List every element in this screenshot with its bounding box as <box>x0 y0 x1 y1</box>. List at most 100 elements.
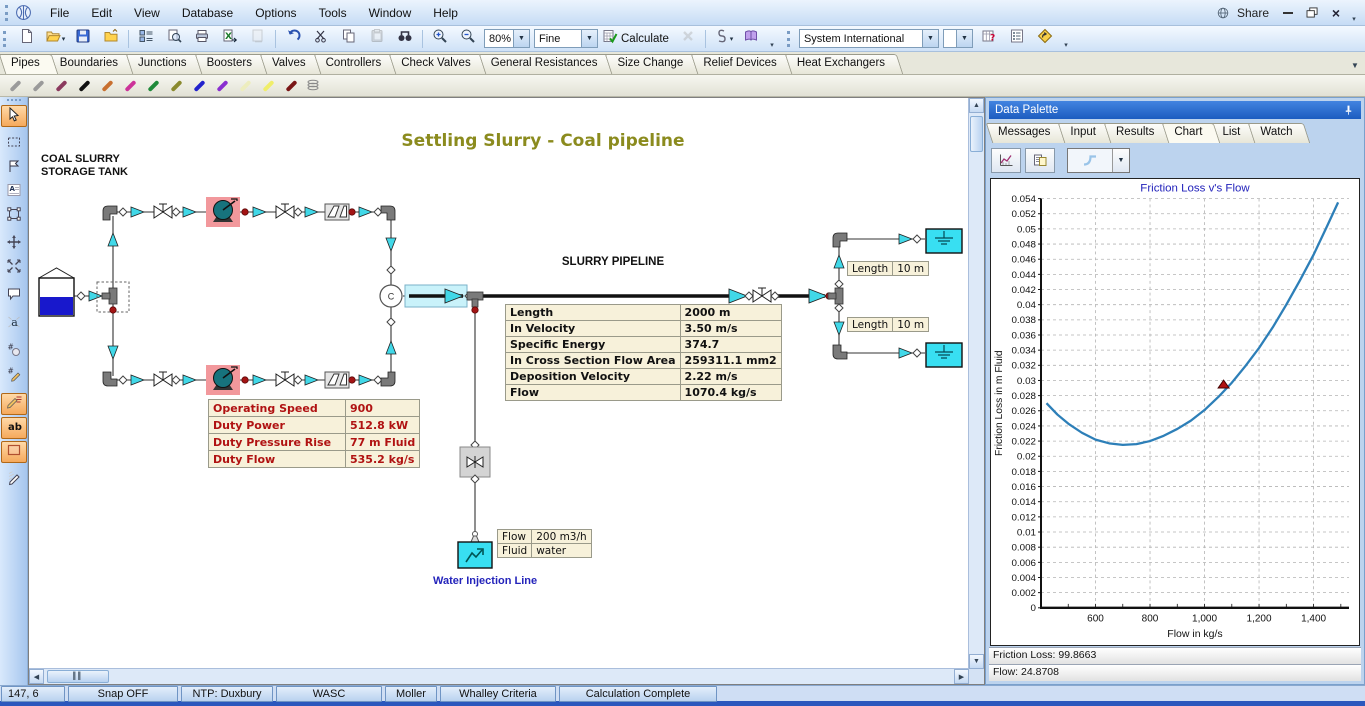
scroll-down-icon[interactable]: ▼ <box>969 654 984 669</box>
export-excel-button[interactable]: X <box>216 27 244 51</box>
water-injection-label[interactable]: Water Injection Line <box>433 575 537 587</box>
menu-item-view[interactable]: View <box>123 3 171 23</box>
pipe-node[interactable] <box>387 318 395 326</box>
close-button[interactable]: × <box>1325 4 1347 22</box>
flow-arrow-icon[interactable] <box>108 346 118 359</box>
flow-arrow-icon[interactable] <box>183 207 196 217</box>
pen-color-12-icon[interactable] <box>259 77 279 95</box>
rectangle-tool-button[interactable] <box>1 441 27 463</box>
palette-tab-input[interactable]: Input <box>1061 123 1111 143</box>
flow-arrow-icon[interactable] <box>305 375 318 385</box>
tee-junction-node[interactable] <box>467 292 483 307</box>
tab-valves[interactable]: Valves <box>263 54 321 74</box>
select-pointer-button[interactable] <box>1 105 27 127</box>
flow-arrow-icon[interactable] <box>131 207 144 217</box>
pen-color-6-icon[interactable] <box>121 77 141 95</box>
chevron-down-icon[interactable]: ▾ <box>62 35 66 43</box>
pipe-node[interactable] <box>835 280 843 288</box>
menubar-overflow-icon[interactable]: ▾ <box>1349 3 1359 23</box>
tab-boundaries[interactable]: Boundaries <box>51 54 133 74</box>
storage-tank-label[interactable]: COAL SLURRY STORAGE TANK <box>41 153 128 179</box>
share-icon[interactable] <box>1212 4 1234 22</box>
tab-size-change[interactable]: Size Change <box>608 54 698 74</box>
undo-button[interactable] <box>279 27 307 51</box>
lasso-select-button[interactable] <box>1 157 27 179</box>
data-palette-titlebar[interactable]: Data Palette <box>989 101 1361 119</box>
tab-relief-devices[interactable]: Relief Devices <box>694 54 792 74</box>
comment-bubble-button[interactable] <box>1 285 27 307</box>
menu-item-help[interactable]: Help <box>422 3 469 23</box>
chevron-down-icon[interactable]: ▼ <box>513 30 529 47</box>
print-button[interactable] <box>188 27 216 51</box>
zoom-out-button[interactable] <box>454 27 482 51</box>
options-list-button[interactable] <box>1003 27 1031 51</box>
menu-item-database[interactable]: Database <box>171 3 244 23</box>
slurry-pipeline-label[interactable]: SLURRY PIPELINE <box>505 256 721 268</box>
toolbar-overflow-icon[interactable]: ▾ <box>1061 29 1071 49</box>
find-button[interactable] <box>391 27 419 51</box>
tab-pipes[interactable]: Pipes <box>2 54 55 74</box>
tee-junction-node[interactable] <box>102 288 117 304</box>
valve-node[interactable] <box>154 204 172 218</box>
elbow-node[interactable] <box>103 372 117 386</box>
pipe-lines[interactable] <box>74 212 925 532</box>
flow-arrow-icon[interactable] <box>183 375 196 385</box>
copy-chart-button[interactable] <box>1025 148 1055 173</box>
palette-tab-watch[interactable]: Watch <box>1251 123 1307 143</box>
tab-general-resistances[interactable]: General Resistances <box>482 54 613 74</box>
outlet-reservoir-node[interactable] <box>926 229 962 253</box>
pen-color-2-icon[interactable] <box>29 77 49 95</box>
scroll-right-icon[interactable]: ▶ <box>954 669 969 684</box>
selected-pipe-component[interactable] <box>405 285 467 307</box>
valve-node[interactable] <box>753 288 771 302</box>
node-number-button[interactable]: # <box>1 341 27 363</box>
valve-node[interactable] <box>276 204 294 218</box>
zoom-in-button[interactable] <box>426 27 454 51</box>
pipe-node[interactable] <box>172 376 180 384</box>
zoom-level-combo[interactable]: 80%▼ <box>484 29 530 48</box>
pen-color-13-icon[interactable] <box>282 77 302 95</box>
palette-tab-messages[interactable]: Messages <box>989 123 1065 143</box>
booster-pump-node[interactable] <box>206 197 240 227</box>
pipe-node[interactable] <box>387 266 395 274</box>
pipe-node[interactable] <box>294 376 302 384</box>
coil-pen-icon[interactable] <box>305 77 325 95</box>
calculate-button[interactable]: Calculate <box>600 27 674 51</box>
palette-tab-results[interactable]: Results <box>1107 123 1169 143</box>
validate-button[interactable] <box>1031 27 1059 51</box>
pipe-node[interactable] <box>172 208 180 216</box>
results-annotation-button[interactable] <box>1 393 27 415</box>
menu-item-options[interactable]: Options <box>244 3 307 23</box>
tee-junction-node[interactable] <box>828 288 843 304</box>
tab-check-valves[interactable]: Check Valves <box>392 54 485 74</box>
flow-arrow-icon[interactable] <box>899 348 912 358</box>
tab-heat-exchangers[interactable]: Heat Exchangers <box>788 54 900 74</box>
vertical-scroll-thumb[interactable] <box>970 116 983 152</box>
valve-node[interactable] <box>154 372 172 386</box>
chevron-down-icon[interactable]: ▼ <box>956 30 972 47</box>
canvas-vertical-scrollbar[interactable]: ▲ ▼ <box>968 98 984 669</box>
injection-valve-node[interactable] <box>460 447 490 477</box>
flow-arrow-icon[interactable] <box>834 322 844 335</box>
freehand-draw-button[interactable] <box>1 469 27 491</box>
fineness-combo[interactable]: Fine▼ <box>534 29 598 48</box>
chevron-down-icon[interactable]: ▼ <box>922 30 938 47</box>
flow-arrow-icon[interactable] <box>386 238 396 251</box>
tab-boosters[interactable]: Boosters <box>198 54 267 74</box>
chart-area[interactable]: Friction Loss v's Flow00.0020.0040.0060.… <box>990 178 1360 646</box>
pipe-node[interactable] <box>913 235 921 243</box>
check-valve-node[interactable] <box>325 372 349 388</box>
text-style-button[interactable]: a <box>1 313 27 335</box>
pen-color-9-icon[interactable] <box>190 77 210 95</box>
frame-resize-button[interactable] <box>1 205 27 227</box>
print-preview-button[interactable] <box>160 27 188 51</box>
new-file-button[interactable] <box>13 27 41 51</box>
flow-arrow-icon[interactable] <box>305 207 318 217</box>
pen-color-3-icon[interactable] <box>52 77 72 95</box>
elbow-node[interactable] <box>833 345 847 359</box>
menu-item-window[interactable]: Window <box>358 3 423 23</box>
friction-loss-chart[interactable]: Friction Loss v's Flow00.0020.0040.0060.… <box>991 179 1359 645</box>
pipeline-results-table[interactable]: Length2000 mIn Velocity3.50 m/sSpecific … <box>505 304 782 401</box>
toolbar-overflow-icon[interactable]: ▾ <box>767 29 777 49</box>
scroll-left-icon[interactable]: ◀ <box>29 669 44 684</box>
